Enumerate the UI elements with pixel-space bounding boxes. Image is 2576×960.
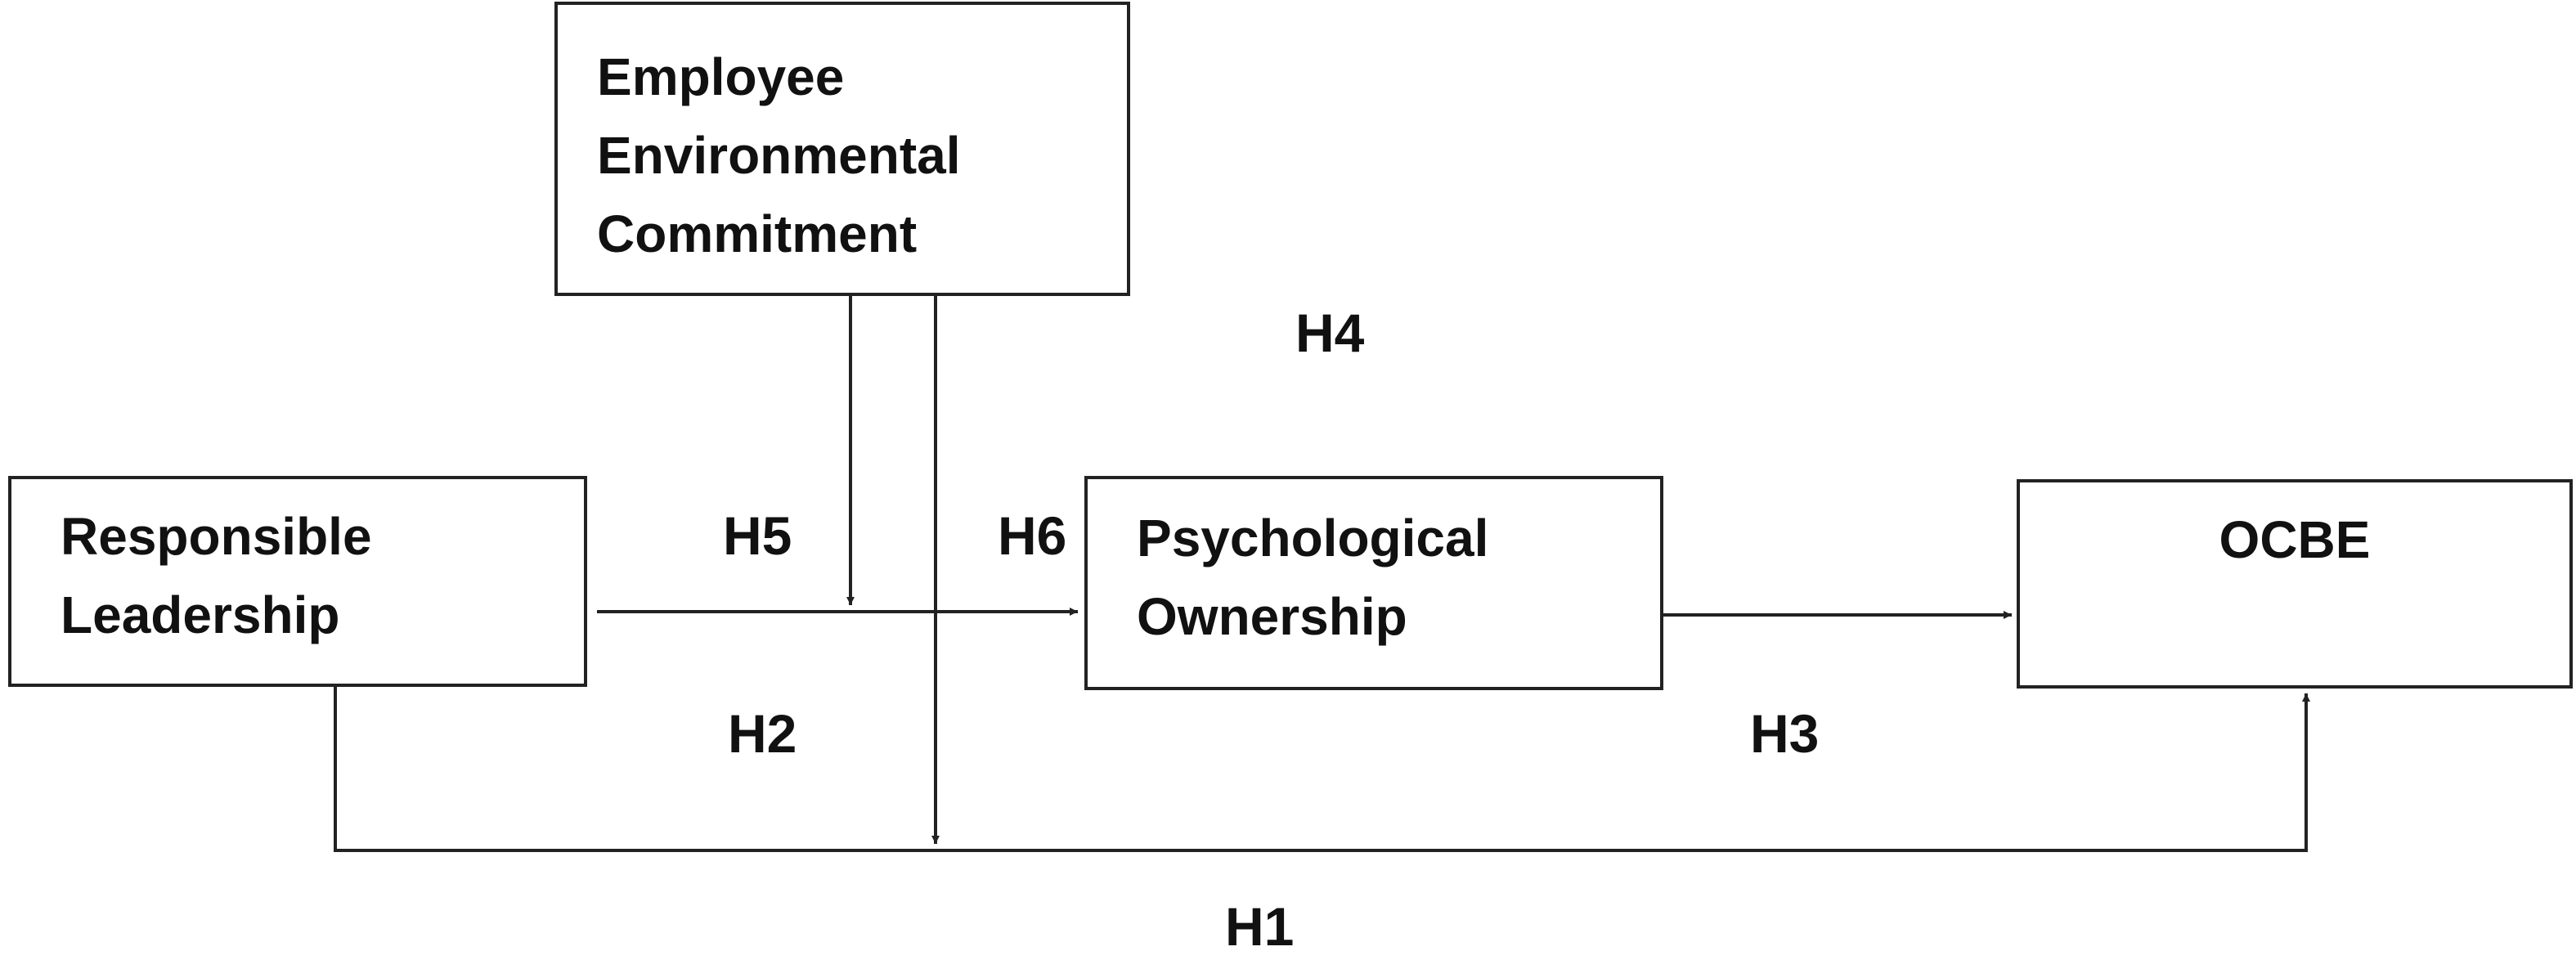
node-label-responsible-leadership: Responsible Leadership — [61, 507, 372, 644]
node-label-ocbe: OCBE — [2219, 510, 2371, 569]
arrow-rl-to-ocbe — [334, 687, 2310, 852]
hypothesis-label-h1: H1 — [1225, 896, 1295, 957]
arrows-group — [334, 296, 2310, 852]
hypothesis-label-h2: H2 — [728, 703, 797, 764]
node-employee-environmental-commitment: Employee Environmental Commitment — [554, 2, 1130, 296]
hypothesis-label-h4: H4 — [1295, 303, 1365, 363]
hypothesis-label-h3: H3 — [1750, 703, 1820, 764]
node-psychological-ownership: Psychological Ownership — [1084, 476, 1663, 690]
node-responsible-leadership: Responsible Leadership — [8, 476, 587, 687]
hypothesis-label-h5: H5 — [723, 505, 792, 566]
hypothesis-label-h6: H6 — [998, 505, 1067, 566]
node-ocbe: OCBE — [2017, 479, 2573, 689]
node-label-psychological-ownership: Psychological Ownership — [1137, 509, 1489, 646]
node-label-employee-environmental-commitment: Employee Environmental Commitment — [597, 47, 961, 263]
